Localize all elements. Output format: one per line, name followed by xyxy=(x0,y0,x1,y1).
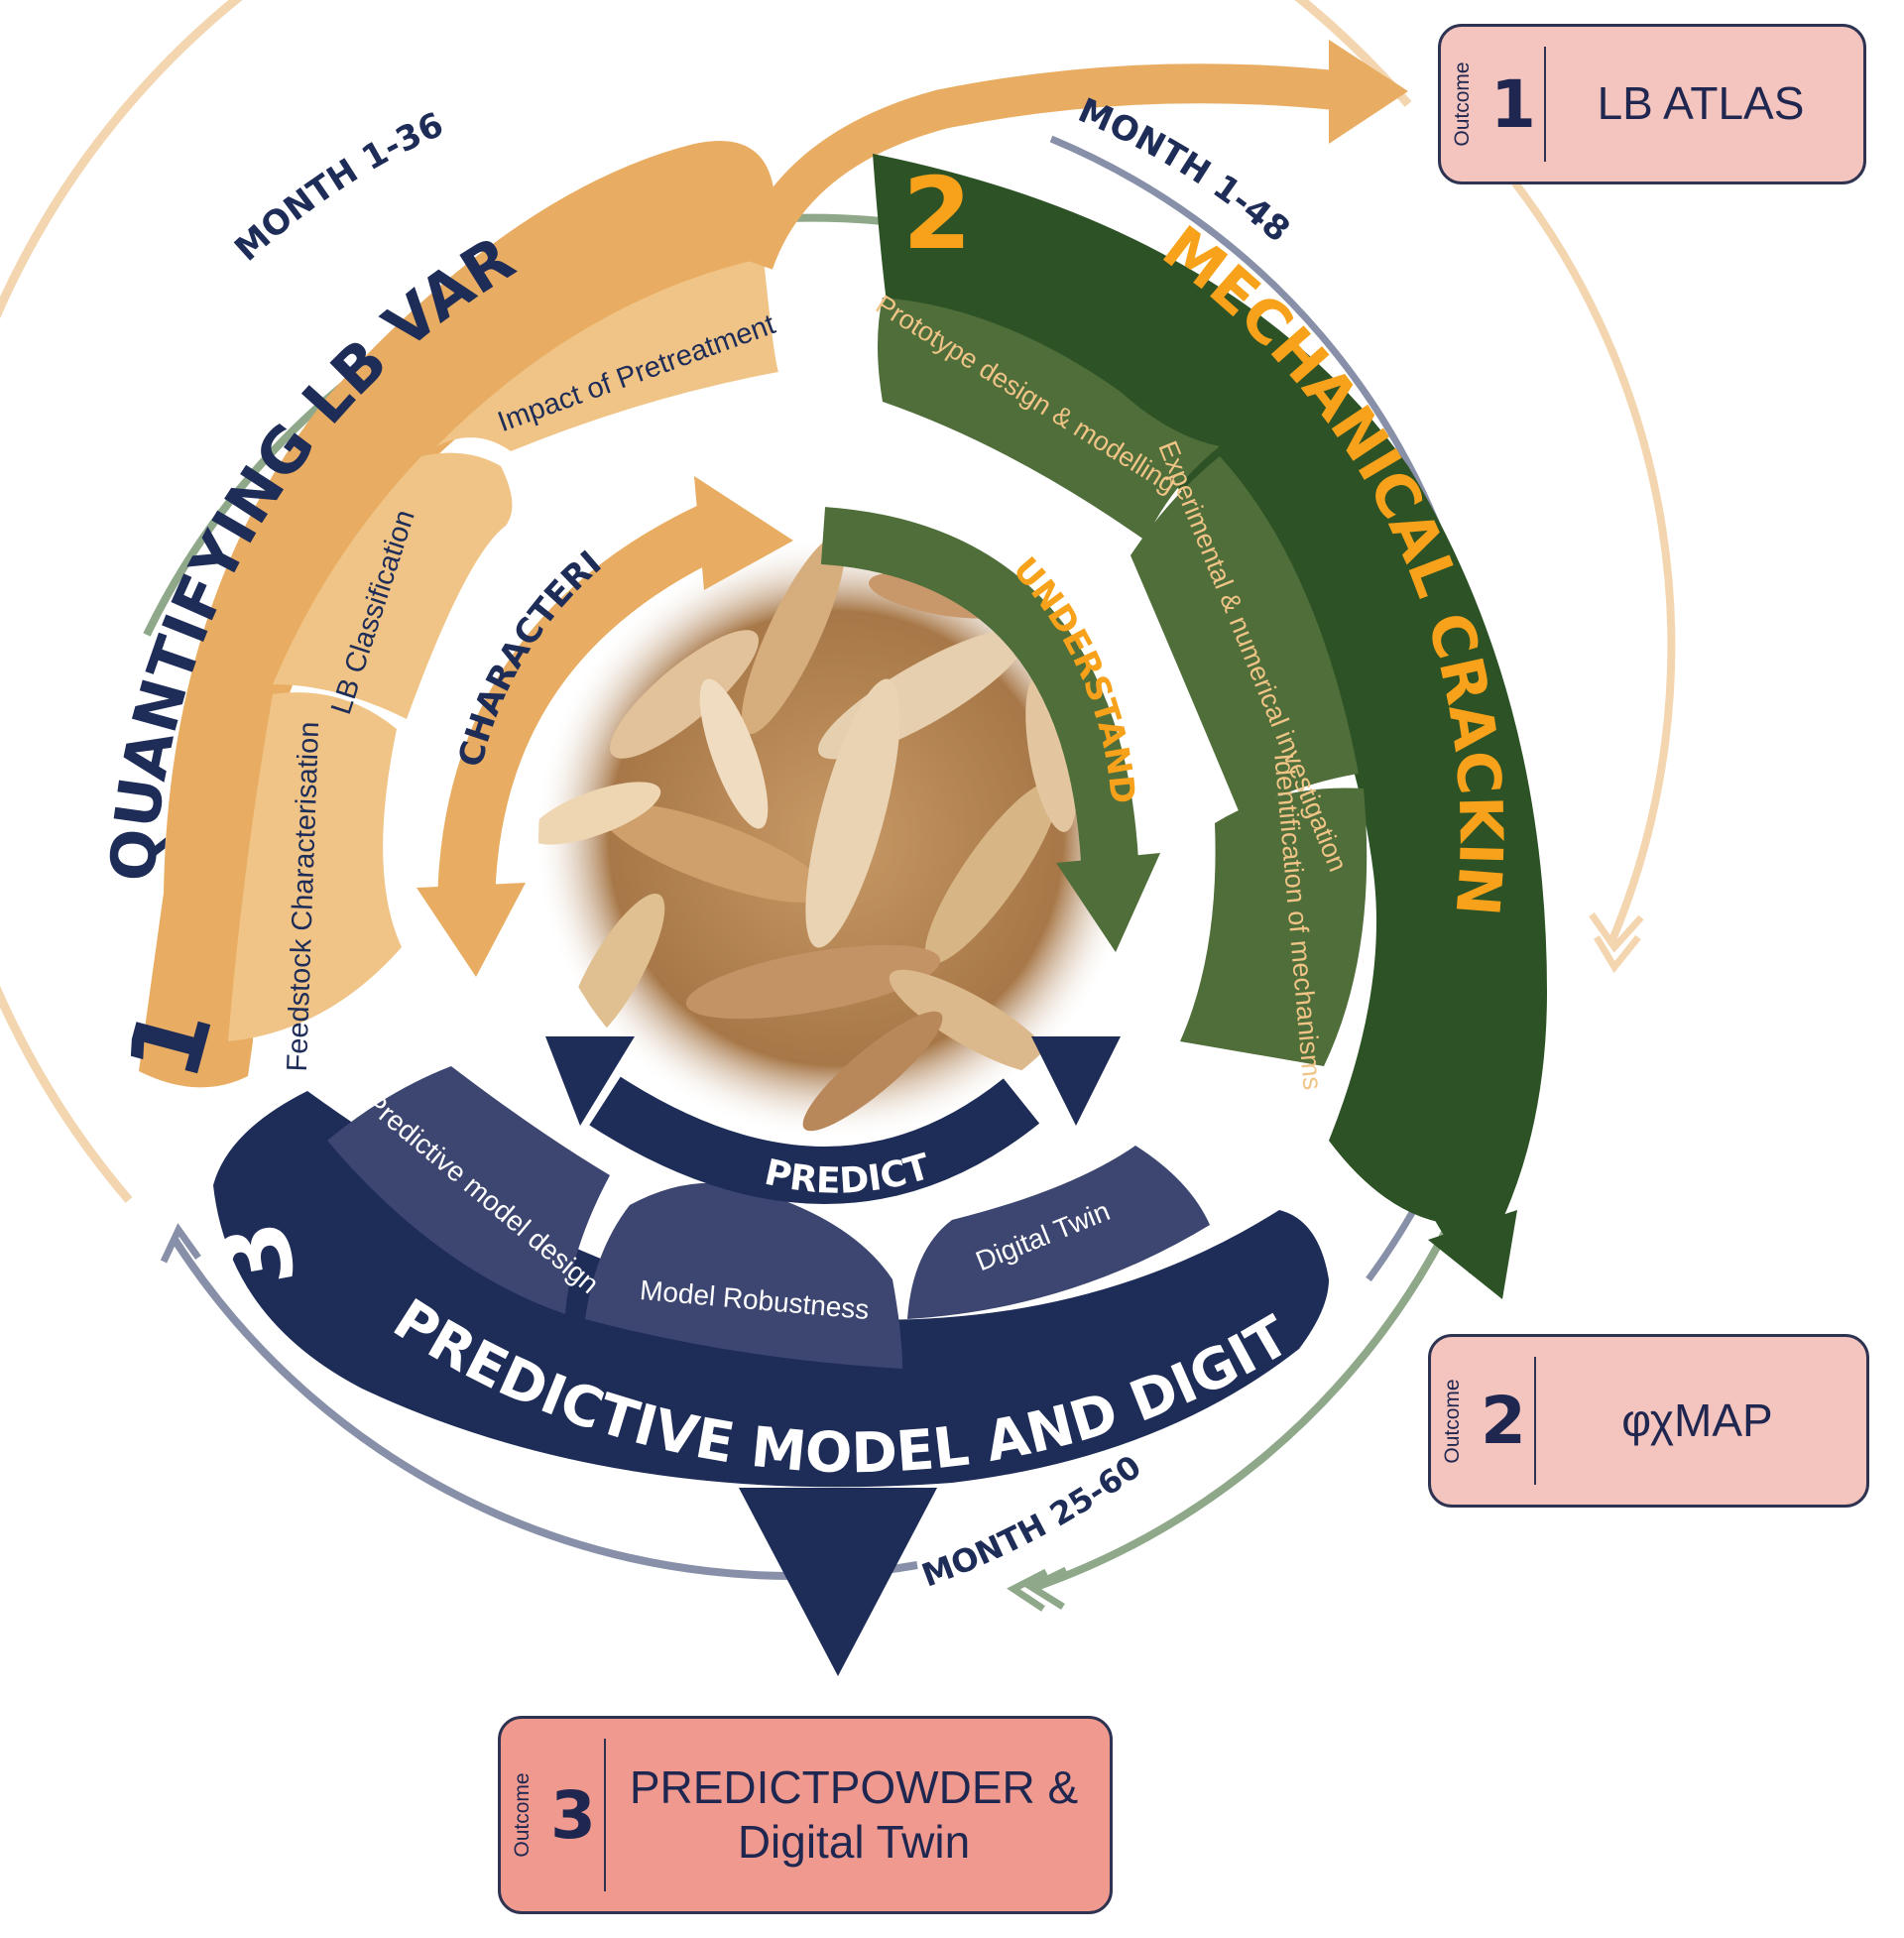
outcome-1-divider xyxy=(1544,47,1546,162)
outcome-2-text: φχMAP xyxy=(1621,1393,1773,1446)
phase-1-timeline: MONTH 1-36 xyxy=(227,105,449,270)
outcome-2-box: Outcome 2 φχMAP xyxy=(1428,1334,1869,1508)
task-tile-feedstock xyxy=(228,692,402,1041)
outcome-1-box: Outcome 1 LB ATLAS xyxy=(1438,24,1866,184)
outcome-2-number: 2 xyxy=(1481,1383,1526,1459)
outcome-2-side-label: Outcome xyxy=(1441,1378,1464,1464)
outcome-1-number: 1 xyxy=(1490,65,1536,143)
task-tile-predictive-design xyxy=(327,1066,610,1314)
task-tile-identification xyxy=(1180,787,1368,1066)
phase-2-number: 2 xyxy=(902,156,972,272)
outcome-1-side-label: Outcome xyxy=(1451,61,1474,147)
outcome-1-text: LB ATLAS xyxy=(1597,77,1805,130)
center-biomass-photo xyxy=(534,536,1138,1141)
outcome-3-text: PREDICTPOWDER & Digital Twin xyxy=(629,1760,1079,1868)
inner-cycle-arrows xyxy=(416,476,1160,1204)
phase-1-outcome-arrow xyxy=(735,40,1408,270)
task-tile-experimental xyxy=(1130,456,1359,813)
phase-1-band xyxy=(139,141,778,1088)
task-tile-robustness xyxy=(585,1182,902,1369)
outcome-3-number: 3 xyxy=(550,1776,596,1854)
outcome-2-divider xyxy=(1534,1357,1536,1485)
outcome-3-side-label: Outcome xyxy=(511,1772,534,1858)
phase-3-band xyxy=(213,1066,1329,1676)
phase-2-band xyxy=(873,154,1547,1299)
task-tile-classification xyxy=(273,452,513,719)
task-tile-digital-twin xyxy=(907,1146,1210,1319)
task-tile-prototype xyxy=(878,298,1220,541)
outcome-3-divider xyxy=(604,1739,606,1891)
outcome-3-box: Outcome 3 PREDICTPOWDER & Digital Twin xyxy=(498,1716,1113,1914)
task-tile-pretreatment xyxy=(436,258,778,451)
